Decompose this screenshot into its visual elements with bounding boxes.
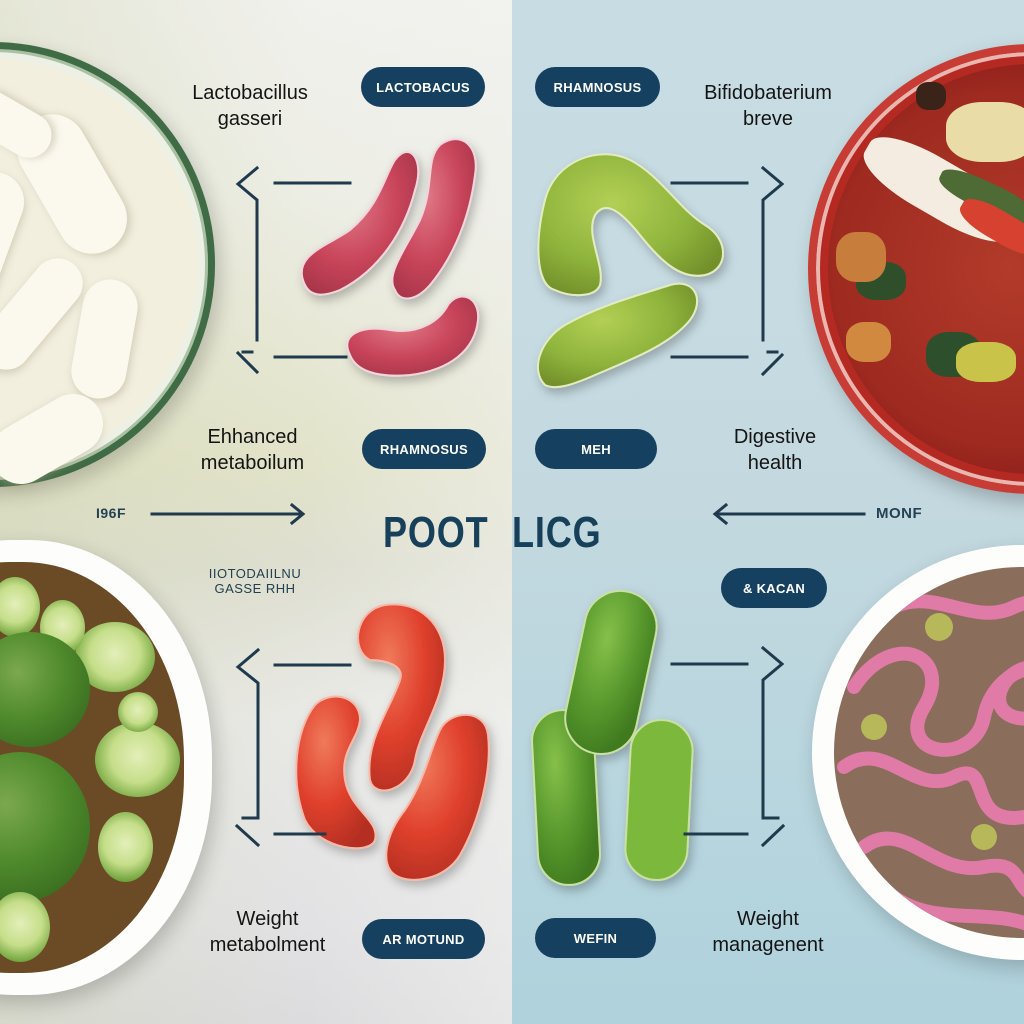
benefit-label-weight-management: Weight managenent xyxy=(712,908,824,956)
strain-pill-rhamnosus[interactable]: RHAMNOSUS xyxy=(535,67,660,107)
benefit-pill-armotund[interactable]: AR MOTUND xyxy=(362,919,485,959)
benefit-label-weight-metabolism: Weight metabolment xyxy=(209,908,326,956)
benefit-pill-rhamnosus[interactable]: RHAMNOSUS xyxy=(362,429,486,469)
green-bacteria-icon xyxy=(531,590,694,886)
lime-bacteria-icon xyxy=(536,153,724,389)
arrow-left-icon xyxy=(712,502,866,526)
benefit-pill-wefin[interactable]: WEFIN xyxy=(535,918,656,958)
strain-pill-lactobacus[interactable]: LACTOBACUS xyxy=(361,67,485,107)
side-label-left: I96F xyxy=(96,505,127,521)
pink-noodle-bowl-image xyxy=(812,545,1024,960)
red-bacteria-icon xyxy=(295,603,490,881)
chevron-bracket-icon xyxy=(670,165,785,377)
benefit-label-digestive-health: Digestive health xyxy=(733,426,817,474)
title-left-word: POOT xyxy=(383,508,489,557)
title-right-word: LICG xyxy=(512,508,602,557)
pink-bacteria-icon xyxy=(301,138,480,377)
side-label-right: MONF xyxy=(876,505,923,522)
arrow-right-icon xyxy=(150,502,306,526)
caption-gasseri: IIOTODAIILNU GASSE RHH xyxy=(208,566,302,596)
strain-label-bifidobacterium: Bifidobaterium breve xyxy=(704,82,832,130)
strain-label-lactobacillus: Lactobacillus gasseri xyxy=(192,82,308,130)
benefit-label-metabolism: Ehhanced metaboilum xyxy=(200,426,305,474)
benefit-pill-meh[interactable]: MEH xyxy=(535,429,657,469)
pill-kacan[interactable]: & KACAN xyxy=(721,568,827,608)
chevron-bracket-icon xyxy=(235,165,352,375)
chevron-bracket-icon xyxy=(234,647,352,848)
chevron-bracket-icon xyxy=(670,645,786,848)
